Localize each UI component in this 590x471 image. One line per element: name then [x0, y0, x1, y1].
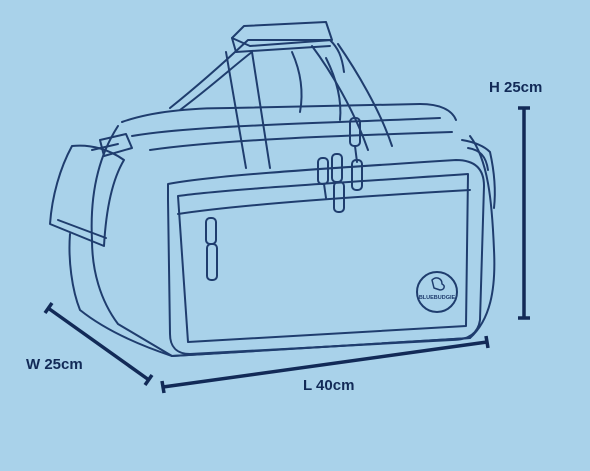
length-label: L 40cm	[303, 377, 355, 394]
handle-grip	[231, 21, 333, 53]
zipper-track-top	[131, 117, 441, 137]
front-pocket-left-zipper	[205, 217, 218, 281]
front-zipper-pulls	[317, 153, 345, 213]
width-label: W 25cm	[26, 356, 83, 373]
brand-logo: BLUEBUDGIE	[416, 271, 458, 313]
brand-logo-text: BLUEBUDGIE	[419, 295, 456, 301]
height-dimension-line	[518, 106, 530, 320]
height-label: H 25cm	[489, 79, 543, 96]
rear-handle-strap	[169, 39, 345, 121]
bag-top-panel	[121, 103, 457, 123]
left-end-pocket	[49, 144, 173, 357]
front-handle-strap	[225, 43, 393, 169]
front-pocket-zipper-track	[177, 189, 471, 215]
width-dimension-line	[43, 301, 154, 387]
bag-base	[171, 337, 471, 357]
front-pocket	[167, 159, 485, 355]
top-rim	[149, 131, 453, 151]
right-end-pocket	[461, 139, 496, 209]
side-buckle	[91, 133, 133, 157]
top-zipper-pull	[349, 117, 363, 191]
length-dimension-line	[160, 335, 490, 394]
